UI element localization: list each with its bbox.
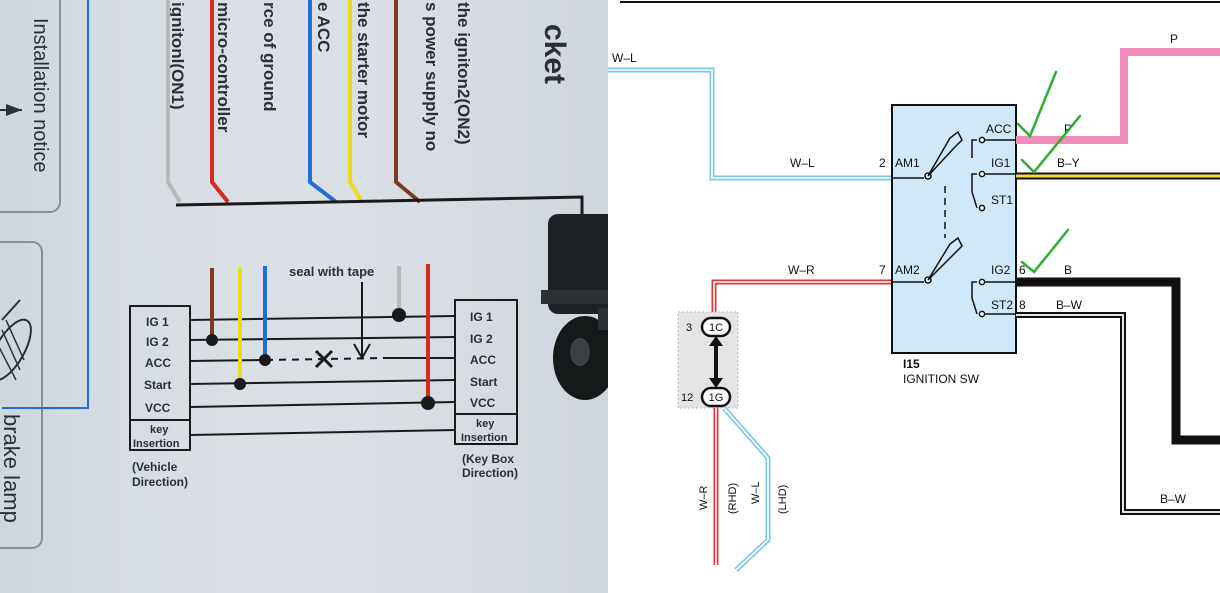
instruction-line-1: ignitonl(ON1): [168, 2, 187, 110]
keybox-row-start: Start: [470, 375, 497, 389]
header-fragment: cket: [538, 24, 571, 84]
terminal-st2: ST2: [991, 298, 1013, 312]
terminal-acc: ACC: [986, 122, 1012, 136]
pin-am2: 7: [879, 263, 886, 277]
switch-name: IGNITION SW: [903, 372, 980, 386]
wire-label-by: B–Y: [1057, 156, 1080, 170]
instruction-line-6: s power supply no: [422, 2, 441, 151]
seal-pointer-arrow-icon: [353, 343, 371, 361]
keybox-row-acc: ACC: [470, 353, 496, 367]
instruction-line-7: the igniton2(ON2): [454, 2, 473, 145]
vehicle-key-line1: key: [150, 424, 169, 436]
keybox-key-box: [454, 413, 518, 445]
wl-lhd-wire-center: [723, 407, 769, 571]
vehicle-row-vcc: VCC: [145, 401, 171, 415]
connector-1g-label: 1G: [709, 392, 724, 404]
blue-feed-wire: [2, 0, 89, 409]
keybox-row-ig1: IG 1: [470, 310, 493, 324]
wire-label-bw: B–W: [1056, 298, 1083, 312]
check-ig2-icon: [1020, 228, 1070, 274]
terminal-am2: AM2: [895, 263, 920, 277]
brake-lamp-box: [0, 241, 43, 549]
switch-id: I15: [903, 357, 920, 371]
pin-am1: 2: [879, 156, 886, 170]
check-ig1-icon: [1020, 114, 1082, 174]
pink-acc-wire: [1016, 48, 1220, 144]
connector-1c-pin: 3: [686, 322, 692, 334]
wire-label-wr: W–R: [788, 263, 815, 277]
wl-wire-center: [608, 69, 892, 179]
wire-label-bw-bottom: B–W: [1160, 492, 1187, 506]
pin-ig2: 6: [1019, 263, 1026, 277]
connector-arrow-up-icon: [709, 336, 723, 346]
bw-wire-center: [1016, 314, 1220, 513]
wr-wire-center: [713, 281, 892, 326]
schematic-colored-wires: [210, 264, 430, 402]
brake-lamp-icon: [0, 299, 32, 382]
install-notice-box: [0, 0, 61, 213]
connector-1g-pin: 12: [681, 392, 693, 404]
b-ig2-wire: [1016, 277, 1220, 445]
pin-st2: 8: [1019, 298, 1026, 312]
connector-arrow-down-icon: [709, 378, 723, 388]
seal-with-tape-label: seal with tape: [289, 264, 374, 279]
vehicle-row-ig1: IG 1: [146, 315, 169, 329]
keybox-key-line2: Insertion: [461, 432, 508, 444]
upper-wire-bundle: [166, 0, 584, 214]
vehicle-row-start: Start: [144, 378, 171, 392]
install-notice-text: Installation notice: [29, 18, 51, 173]
instruction-line-3: rce of ground: [260, 2, 279, 112]
instruction-line-5: the starter motor: [354, 2, 373, 138]
switch-contacts-upper: [892, 130, 1016, 212]
wire-label-wl-top: W–L: [612, 51, 637, 65]
vert-label-wl: W–L: [750, 481, 762, 504]
instruction-line-2: micro-controller: [214, 2, 233, 133]
left-photo-panel: Installation notice brake lamp ignitonl(…: [0, 0, 618, 593]
cut-mark-icon: [314, 349, 334, 369]
terminal-am1: AM1: [895, 156, 920, 170]
check-acc-icon: [1016, 70, 1058, 139]
vehicle-row-acc: ACC: [145, 356, 171, 370]
vert-label-rhd: (RHD): [727, 483, 739, 514]
vert-label-wr: W–R: [698, 486, 710, 511]
right-diagram-panel: W–L W–L W–R 1C 3 1G 12 W–R (RHD) W–L (LH…: [608, 0, 1220, 593]
schematic-junction-dots: [206, 308, 435, 410]
connector-1c-label: 1C: [709, 322, 723, 334]
keybox-key-line1: key: [476, 418, 495, 430]
vert-label-lhd: (LHD): [777, 485, 789, 514]
paper-shading: [0, 0, 608, 593]
vehicle-caption-line2: Direction): [132, 475, 188, 489]
terminal-ig1: IG1: [991, 156, 1011, 170]
check-marks: [1016, 70, 1082, 274]
vehicle-key-line2: Insertion: [133, 438, 180, 450]
key-box-device-image: [541, 214, 618, 400]
terminal-ig2: IG2: [991, 263, 1011, 277]
keybox-caption-line2: Direction): [462, 466, 518, 480]
switch-contacts-lower: [892, 236, 1016, 318]
instruction-line-4: e ACC: [314, 2, 333, 52]
keybox-row-vcc: VCC: [470, 396, 496, 410]
vehicle-row-ig2: IG 2: [146, 335, 169, 349]
vehicle-caption-line1: (Vehicle: [132, 460, 178, 474]
wire-label-wl-mid: W–L: [790, 156, 815, 170]
terminal-st1: ST1: [991, 193, 1013, 207]
wire-label-p-top: P: [1170, 32, 1178, 46]
keybox-row-ig2: IG 2: [470, 332, 493, 346]
keybox-caption-line1: (Key Box: [462, 452, 514, 466]
wire-label-b: B: [1064, 263, 1072, 277]
brake-lamp-text: brake lamp: [0, 414, 24, 523]
schematic-bus-lines: [189, 315, 456, 436]
